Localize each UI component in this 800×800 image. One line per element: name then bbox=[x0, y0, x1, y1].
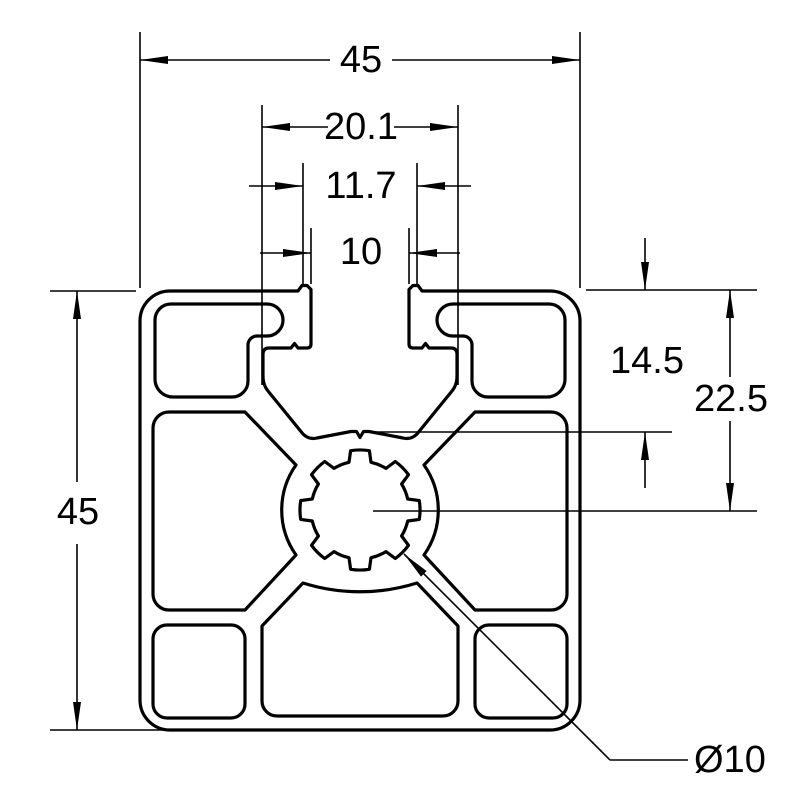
cavity-mid-right bbox=[422, 410, 569, 612]
dim-text-overall-height: 45 bbox=[57, 491, 99, 533]
cavity-top-right bbox=[435, 302, 567, 399]
arrowhead bbox=[73, 291, 81, 319]
profile-outer-contour bbox=[138, 283, 582, 732]
dim-text-bore-diameter: Ø10 bbox=[694, 739, 766, 781]
arrowhead bbox=[417, 182, 445, 190]
cavity-bottom-center bbox=[260, 581, 460, 718]
dim-tslot-lip-width: 11.7 bbox=[249, 163, 471, 284]
cavity-mid-left bbox=[151, 410, 298, 612]
cavity-bottom-left bbox=[151, 623, 247, 720]
dim-tslot-inner-width: 20.1 bbox=[261, 105, 459, 385]
dim-text-overall-width: 45 bbox=[340, 39, 382, 81]
arrowhead bbox=[283, 249, 311, 257]
profile-section bbox=[138, 283, 582, 732]
cavity-top-left bbox=[153, 302, 285, 399]
dim-center-depth: 22.5 bbox=[373, 290, 768, 512]
arrowhead bbox=[140, 56, 168, 64]
arrowhead bbox=[726, 483, 734, 511]
arrowhead bbox=[73, 702, 81, 730]
dim-tslot-depth: 14.5 bbox=[368, 238, 757, 488]
arrowhead bbox=[552, 56, 580, 64]
dim-overall-height: 45 bbox=[50, 290, 168, 731]
dim-overall-width: 45 bbox=[139, 32, 581, 288]
dim-text-tslot-opening: 10 bbox=[340, 231, 382, 273]
dim-text-tslot-lip-width: 11.7 bbox=[325, 165, 396, 207]
cavity-bottom-right bbox=[473, 623, 569, 720]
dim-text-center-depth: 22.5 bbox=[694, 378, 768, 420]
arrowhead bbox=[404, 554, 427, 577]
arrowhead bbox=[641, 432, 649, 460]
dim-text-tslot-depth: 14.5 bbox=[610, 340, 684, 382]
arrowhead bbox=[641, 262, 649, 290]
leader-line bbox=[403, 553, 611, 761]
arrowhead bbox=[262, 123, 290, 131]
arrowhead bbox=[409, 249, 437, 257]
dim-text-tslot-inner-width: 20.1 bbox=[324, 106, 398, 148]
arrowhead bbox=[726, 290, 734, 318]
leader-bore-diameter: Ø10 bbox=[403, 553, 766, 781]
arrowhead bbox=[430, 123, 458, 131]
center-bore-spline bbox=[298, 448, 422, 572]
arrowhead bbox=[275, 182, 303, 190]
dim-tslot-opening: 10 bbox=[260, 228, 460, 284]
